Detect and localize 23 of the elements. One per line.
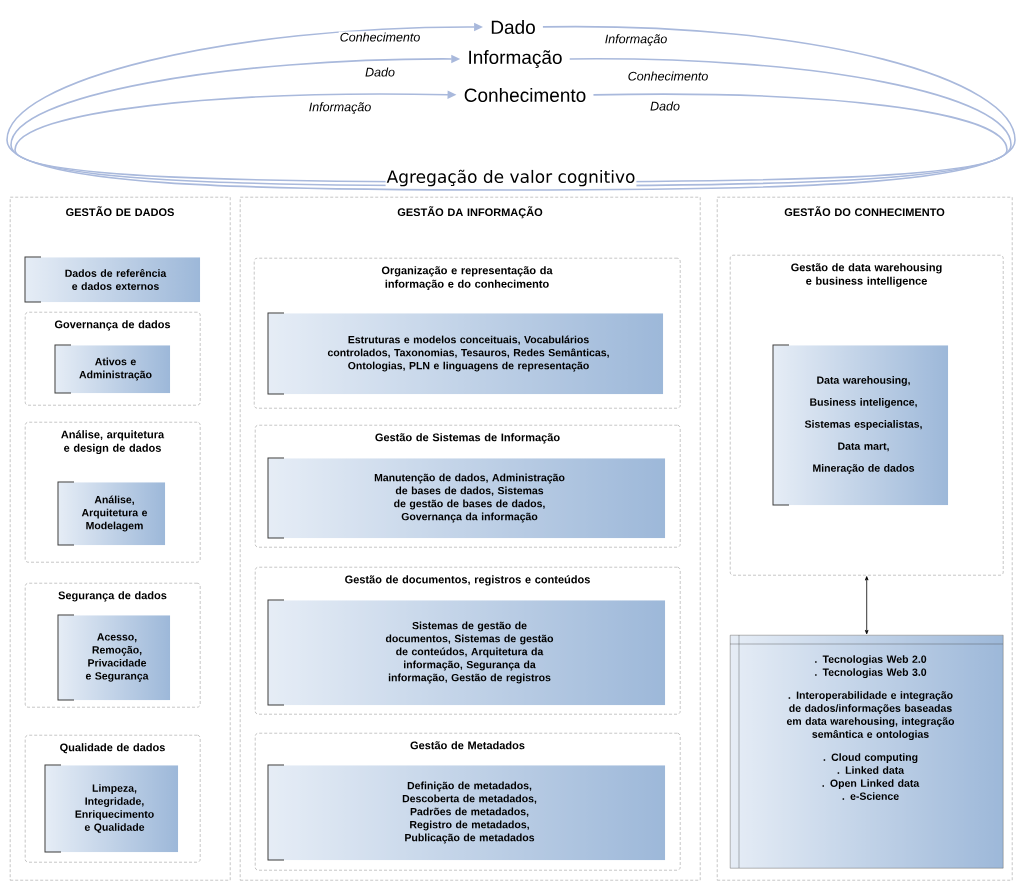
content-box: Acesso, Remoção, Privacidade e Segurança (57, 614, 149, 701)
concept-word: Dado (491, 20, 535, 34)
loop-label: Dado (364, 66, 396, 78)
content-box: Estruturas e modelos conceituais, Vocabulários controlados, Taxonomias, Tesauros, Redes Semânticas, Ontologias, PLN e linguagens de representação (267, 312, 609, 395)
concept-word: Conhecimento (464, 88, 586, 102)
content-box: Data warehousing, Business inteligence, Sistemas especialistas, Data mart, Mineração de dados (772, 344, 922, 506)
content-box: Análise, Arquitetura e Modelagem (57, 481, 148, 546)
loop-label: Informação (307, 101, 373, 115)
content-box: . Tecnologias Web 2.0 . Tecnologias Web 3.0 . Interoperabilidade e integração de dados/informações baseadas em data warehousing, integração semântica e ontologias . Cloud computing . Linked data . Open Linked data . e-Science (729, 634, 1004, 869)
loop-label: Dado (649, 100, 681, 112)
loop-label: Conhecimento (338, 31, 422, 43)
caption-text: Agregação de valor cognitivo (385, 168, 637, 188)
double-arrow (864, 576, 869, 635)
loop-arrow (6, 22, 1016, 191)
content-box: Dados de referência e dados externos (24, 256, 167, 303)
loop-label: Informação (603, 33, 669, 47)
concept-word: Informação (469, 50, 562, 68)
loop-label: Conhecimento (626, 70, 710, 82)
content-box: Manutenção de dados, Administração de bases de dados, Sistemas de gestão de bases de dados, Governança da informação (267, 457, 565, 539)
content-box: Limpeza, Integridade, Enriquecimento e Qualidade (44, 764, 154, 853)
content-box: Definição de metadados, Descoberta de metadados, Padrões de metadados, Registro de metadados, Publicação de metadados (267, 764, 537, 861)
content-box: Sistemas de gestão de documentos, Sistemas de gestão de conteúdos, Arquitetura da informação, Segurança da informação, Gestão de registros (267, 599, 554, 706)
content-box: Ativos e Administração (54, 344, 152, 394)
